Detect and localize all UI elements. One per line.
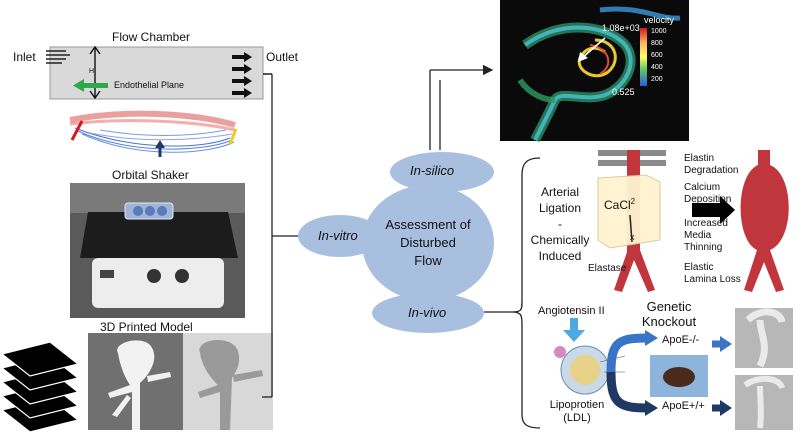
in-vitro-label: In-vitro — [318, 228, 358, 243]
velocity-ticks: 1000 800 600 400 200 — [651, 26, 667, 86]
velocity-tick: 1000 — [651, 28, 667, 35]
effect-line: Elastin — [684, 153, 715, 164]
layered-sheets-icon — [0, 341, 80, 433]
effect-media-thinning: Increased Media Thinning — [684, 218, 728, 254]
inlet-lines — [46, 50, 70, 64]
velocity-tick: 600 — [651, 52, 663, 59]
arterial-method-line: Arterial — [540, 185, 579, 199]
orbital-shaker-photo — [70, 183, 245, 318]
streamline-image — [69, 110, 238, 157]
arterial-method-line: - — [558, 217, 562, 231]
velocity-tick: 400 — [651, 64, 663, 71]
green-flow-arrow — [82, 83, 108, 88]
orbital-shaker-title: Orbital Shaker — [112, 168, 189, 182]
cacl-superscript: 2 — [630, 197, 636, 206]
effect-line: Elastic — [684, 262, 714, 273]
flow-chamber-body — [49, 46, 264, 100]
effect-line: Thinning — [684, 242, 723, 253]
effect-line: Lamina Loss — [684, 274, 741, 285]
velocity-tick: 800 — [651, 40, 663, 47]
effect-line: Deposition — [684, 194, 732, 205]
arterial-method-line: Induced — [538, 249, 582, 263]
endothelial-plane-label: Endothelial Plane — [114, 80, 185, 90]
cacl-label: CaCl2 — [604, 197, 635, 212]
printed-model-images — [88, 333, 273, 430]
knockout-line: Knockout — [641, 314, 697, 329]
velocity-tick: 200 — [651, 76, 663, 83]
flow-chamber-title: Flow Chamber — [112, 30, 191, 44]
cacl-text: CaCl — [604, 198, 631, 212]
outlet-label: Outlet — [266, 50, 299, 64]
arterial-method-line: Chemically — [530, 233, 590, 247]
velocity-max: 1.08e+03 — [602, 23, 640, 33]
arterial-ligation-graphic: x — [597, 150, 789, 292]
center-title-line1: Assessment of — [385, 217, 471, 232]
center-title: Assessment of Disturbed Flow — [372, 216, 484, 270]
in-silico-connector — [429, 64, 494, 150]
effect-lamina-loss: Elastic Lamina Loss — [684, 262, 741, 286]
height-label: H — [89, 68, 95, 75]
apoe-knockout-label: ApoE-/- — [662, 334, 700, 346]
knockout-line: Genetic — [646, 299, 692, 314]
effect-line: Degradation — [684, 165, 739, 176]
velocity-simulation-panel — [500, 0, 689, 143]
printed-model-title: 3D Printed Model — [100, 320, 193, 334]
genetic-knockout-label: Genetic Knockout — [624, 299, 714, 329]
effect-line: Calcium — [684, 182, 721, 193]
in-vivo-bracket — [484, 157, 541, 429]
outlet-arrows — [232, 52, 252, 98]
lipoprotein-label: Lipoprotien (LDL) — [546, 399, 608, 425]
genetic-knockout-graphic — [554, 308, 793, 430]
elastase-label: Elastase — [588, 263, 627, 274]
arterial-method-line: Ligation — [538, 201, 582, 215]
lipoprotein-line: Lipoprotien — [549, 399, 605, 411]
angiotensin-label: Angiotensin II — [538, 305, 605, 317]
center-title-line3: Flow — [414, 253, 442, 268]
in-silico-label: In-silico — [410, 163, 455, 178]
effect-line: Media — [684, 230, 712, 241]
velocity-title: velocity — [644, 15, 675, 25]
center-title-line2: Disturbed — [400, 235, 456, 250]
lipoprotein-line: (LDL) — [563, 412, 591, 424]
effect-calcium: Calcium Deposition — [684, 182, 731, 206]
flow-chamber-diagram — [46, 45, 264, 100]
velocity-min: 0.525 — [612, 87, 635, 97]
effect-line: Increased — [684, 218, 728, 229]
effect-elastin: Elastin Degradation — [684, 153, 738, 177]
in-vivo-label: In-vivo — [408, 305, 447, 320]
center-ellipses — [298, 152, 494, 333]
arterial-method-label: Arterial Ligation - Chemically Induced — [528, 184, 592, 264]
inlet-label: Inlet — [13, 50, 36, 64]
svg-text:x: x — [630, 232, 635, 242]
velocity-colorbar — [640, 28, 647, 86]
apoe-wildtype-label: ApoE+/+ — [662, 400, 705, 412]
